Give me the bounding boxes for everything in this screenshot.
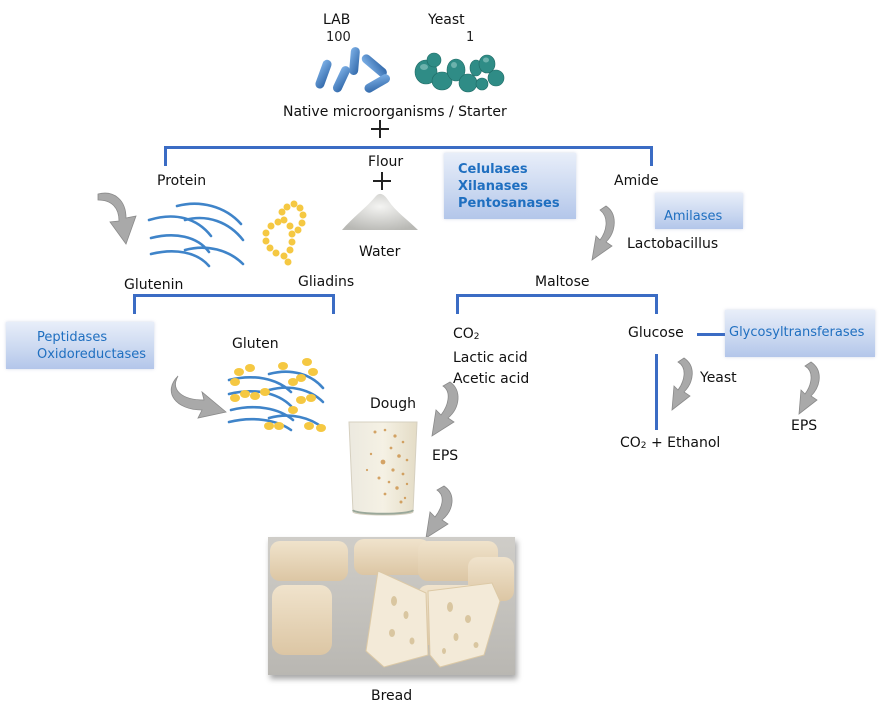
glucose-label: Glucose xyxy=(628,325,684,341)
maltose-bracket-left-leg xyxy=(456,294,459,314)
maltose-bracket-right-leg xyxy=(655,294,658,314)
peptidases-enzyme-box: Peptidases Oxidoreductases xyxy=(6,322,154,369)
curved-arrow-icon xyxy=(798,361,820,415)
gluten-label: Gluten xyxy=(232,336,279,352)
lab-bacteria-icon xyxy=(315,47,390,93)
glucose-down-line xyxy=(655,354,658,430)
maltose-label: Maltose xyxy=(535,274,590,290)
enzyme-amilases: Amilases xyxy=(664,209,723,224)
lab-label: LAB xyxy=(323,12,351,28)
yeast-ratio: 1 xyxy=(466,30,475,45)
amide-label: Amide xyxy=(614,173,659,189)
dough-label: Dough xyxy=(370,396,416,412)
yeast-label: Yeast xyxy=(700,370,737,386)
glucose-connector xyxy=(697,333,727,336)
top-bracket-right-leg xyxy=(650,146,653,166)
water-label: Water xyxy=(359,244,401,260)
top-bracket-left-leg xyxy=(164,146,167,166)
gluten-network-icon xyxy=(227,358,326,432)
enzyme-oxidoreductases: Oxidoreductases xyxy=(37,347,147,362)
gluten-bracket-bar xyxy=(133,294,335,297)
gliadin-beads-icon xyxy=(262,200,307,266)
curved-arrow-icon xyxy=(671,357,693,411)
flour-pile-icon xyxy=(342,193,418,230)
yeast-label-top: Yeast xyxy=(428,12,465,28)
enzyme-pentosanases: Pentosanases xyxy=(458,196,560,211)
top-bracket-bar xyxy=(164,146,652,149)
glutenin-label: Glutenin xyxy=(124,277,184,293)
plus-sign-flour xyxy=(373,172,391,190)
gliadins-label: Gliadins xyxy=(298,274,355,290)
celulases-enzyme-box: Celulases Xilanases Pentosanases xyxy=(444,153,576,219)
flour-label: Flour xyxy=(368,154,404,170)
curved-arrow-icon xyxy=(170,375,227,419)
eps-label-dough: EPS xyxy=(432,448,459,464)
plus-sign xyxy=(371,120,389,138)
glutenin-strands-icon xyxy=(147,202,245,268)
bread-photo-image xyxy=(268,537,515,675)
dough-jar-image xyxy=(348,421,418,516)
gluten-bracket-left-leg xyxy=(133,294,136,314)
enzyme-glycosyltransferases: Glycosyltransferases xyxy=(729,325,865,340)
co2-ethanol-label: CO2 + Ethanol xyxy=(620,435,721,451)
curved-arrow-icon xyxy=(591,205,615,261)
amilases-enzyme-box: Amilases xyxy=(655,193,743,229)
curved-arrow-icon xyxy=(97,192,137,245)
lab-ratio: 100 xyxy=(326,30,351,45)
enzyme-xilanases: Xilanases xyxy=(458,179,529,194)
bread-label: Bread xyxy=(371,688,413,704)
protein-label: Protein xyxy=(157,173,207,189)
curved-arrow-icon xyxy=(431,381,459,437)
product-co2: CO2 xyxy=(453,326,480,342)
maltose-bracket-bar xyxy=(456,294,658,297)
product-lactic-acid: Lactic acid xyxy=(453,350,528,366)
enzyme-celulases: Celulases xyxy=(458,162,528,177)
enzyme-peptidases: Peptidases xyxy=(37,330,108,345)
starter-caption: Native microorganisms / Starter xyxy=(283,104,507,120)
glycosyltransferases-enzyme-box: Glycosyltransferases xyxy=(725,310,875,357)
curved-arrow-icon xyxy=(425,485,453,539)
lactobacillus-label: Lactobacillus xyxy=(627,236,719,252)
gluten-bracket-right-leg xyxy=(332,294,335,314)
fermentation-products: CO2 Lactic acid Acetic acid xyxy=(453,324,529,390)
yeast-cells-icon xyxy=(414,52,505,93)
eps-label-right: EPS xyxy=(791,418,818,434)
product-acetic-acid: Acetic acid xyxy=(453,371,530,387)
